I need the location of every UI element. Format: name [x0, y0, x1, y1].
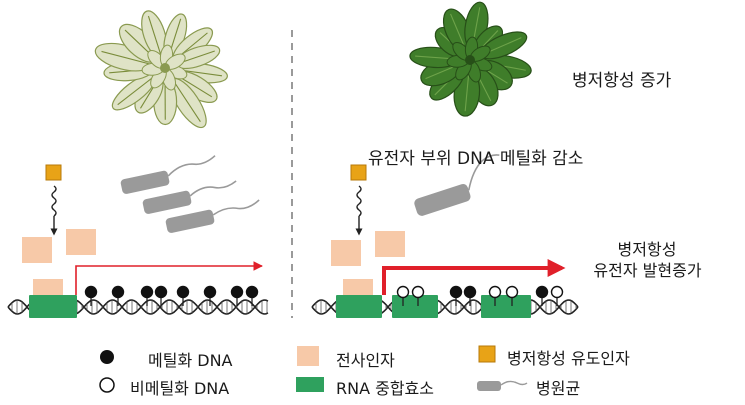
methylated-dot — [111, 285, 125, 299]
methylated-dot — [84, 285, 98, 299]
legend-inducer-label: 병저항성 유도인자 — [507, 349, 630, 368]
legend-methylated-label: 메틸화 DNA — [148, 351, 233, 370]
inducer-signal-wave — [356, 185, 362, 217]
legend-transcription-factor-label: 전사인자 — [336, 351, 395, 370]
pathogen — [414, 183, 471, 216]
legend-pathogen-swatch — [477, 380, 528, 391]
unmethylated-dot — [488, 285, 502, 299]
left-transcription-factors — [22, 229, 96, 297]
transcription-factor — [22, 237, 52, 263]
legend-methylated-dot — [100, 350, 114, 364]
legend-rna-polymerase-label: RNA 중합효소 — [336, 379, 434, 398]
inducer-square — [350, 164, 367, 181]
left-inducer-group — [45, 164, 62, 236]
diseased-plant-image — [94, 10, 228, 129]
left-pathogens — [120, 155, 260, 233]
legend-unmethylated-label: 비메틸화 DNA — [130, 379, 230, 398]
methylated-dot — [140, 285, 154, 299]
rosette-center — [465, 55, 475, 65]
right-pathogen — [414, 154, 500, 216]
methylated-dot — [463, 285, 477, 299]
methylated-dot — [176, 285, 190, 299]
methylated-dot — [245, 285, 259, 299]
transcription-factor — [343, 279, 373, 297]
rosette-center — [160, 63, 170, 73]
unmethylated-dot — [396, 285, 410, 299]
left-methylation-marks — [84, 285, 259, 306]
transcription-factor — [33, 279, 63, 297]
methylated-dot — [203, 285, 217, 299]
rna-polymerase — [29, 295, 77, 318]
methylation-decrease-label: 유전자 부위 DNA 메틸화 감소 — [368, 149, 584, 169]
transcription-factor — [66, 229, 96, 255]
inducer-signal-wave — [51, 185, 57, 217]
right-transcription-factors — [331, 231, 405, 297]
arrow-label-line2: 유전자 발현증가 — [593, 261, 702, 280]
unmethylated-dot — [411, 285, 425, 299]
right-methylation-marks — [396, 285, 564, 306]
legend-unmethylated-dot — [99, 377, 115, 393]
right-inducer-group — [350, 164, 367, 236]
arrow-label-line1: 병저항성 — [617, 240, 677, 259]
methylated-dot — [535, 285, 549, 299]
transcription-factor — [331, 240, 361, 266]
rna-polymerase — [481, 295, 531, 318]
right-expression-arrow — [382, 259, 566, 295]
inducer-square — [45, 164, 62, 181]
unmethylated-dot — [505, 285, 519, 299]
legend-inducer-swatch — [478, 345, 496, 363]
unmethylated-dot — [550, 285, 564, 299]
legend-rna-polymerase-swatch — [296, 377, 324, 392]
resistance-increase-label: 병저항성 증가 — [572, 71, 672, 91]
pathogen — [120, 155, 216, 194]
methylated-dot — [449, 285, 463, 299]
pathogen — [142, 180, 237, 214]
pathogen — [165, 199, 260, 233]
methylated-dot — [230, 285, 244, 299]
rna-polymerase — [336, 295, 382, 318]
left-expression-arrow — [75, 261, 263, 295]
legend-pathogen-label: 병원균 — [536, 379, 581, 398]
methylated-dot — [154, 285, 168, 299]
legend-transcription-factor-swatch — [297, 346, 319, 366]
healthy-plant-image — [409, 1, 532, 117]
transcription-factor — [375, 231, 405, 257]
rna-polymerase — [392, 295, 438, 318]
